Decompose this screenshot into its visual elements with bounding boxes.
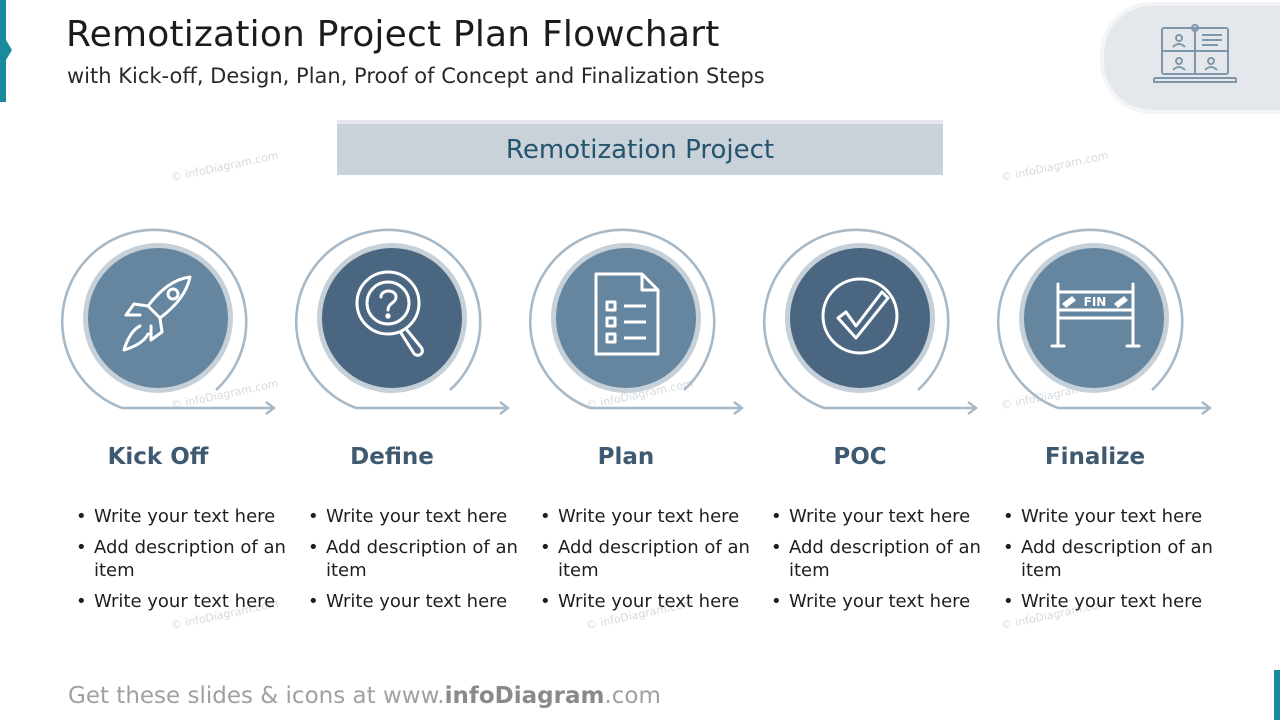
- list-item: Write your text here: [771, 505, 989, 528]
- step-plan: [528, 228, 744, 415]
- step-label-kick-off: Kick Off: [107, 444, 209, 470]
- bullet-list-define: Write your text here Add description of …: [304, 505, 526, 621]
- page-subtitle: with Kick-off, Design, Plan, Proof of Co…: [67, 64, 765, 88]
- list-item: Add description of an item: [1003, 536, 1221, 582]
- list-item: Write your text here: [1003, 505, 1221, 528]
- list-item: Add description of an item: [540, 536, 758, 582]
- left-accent-marker: [0, 0, 12, 102]
- list-item: Write your text here: [308, 590, 526, 613]
- project-header-box: Remotization Project: [337, 120, 943, 175]
- step-label-finalize: Finalize: [1044, 444, 1146, 470]
- list-item: Write your text here: [76, 505, 294, 528]
- list-item: Add description of an item: [308, 536, 526, 582]
- step-label-define: Define: [350, 444, 434, 470]
- bullet-list-plan: Write your text here Add description of …: [536, 505, 758, 621]
- list-item: Write your text here: [540, 505, 758, 528]
- checklist-document-icon: [594, 272, 660, 356]
- bullet-list-kick-off: Write your text here Add description of …: [72, 505, 294, 621]
- footer-suffix: .com: [604, 683, 661, 709]
- project-header-label: Remotization Project: [505, 134, 775, 165]
- step-label-plan: Plan: [597, 444, 655, 470]
- footer-credit: Get these slides & icons at www.infoDiag…: [68, 683, 661, 709]
- list-item: Write your text here: [1003, 590, 1221, 613]
- remote-meeting-icon: [1153, 24, 1237, 83]
- finish-banner-text: FIN: [1084, 295, 1107, 309]
- step-define: [294, 228, 510, 415]
- footer-prefix: Get these slides & icons at www.: [68, 683, 445, 709]
- step-label-poc: POC: [833, 444, 887, 470]
- list-item: Write your text here: [771, 590, 989, 613]
- bullet-list-poc: Write your text here Add description of …: [767, 505, 989, 621]
- list-item: Add description of an item: [76, 536, 294, 582]
- step-kick-off: [60, 228, 276, 415]
- footer-brand: infoDiagram: [444, 683, 605, 709]
- list-item: Write your text here: [540, 590, 758, 613]
- list-item: Add description of an item: [771, 536, 989, 582]
- page-title: Remotization Project Plan Flowchart: [66, 14, 720, 55]
- corner-badge: [1100, 2, 1280, 114]
- checkmark-circle-icon: [821, 277, 899, 355]
- magnifier-question-icon: [355, 270, 424, 357]
- right-accent-marker: [1274, 670, 1280, 720]
- list-item: Write your text here: [308, 505, 526, 528]
- list-item: Write your text here: [76, 590, 294, 613]
- step-poc: [762, 228, 978, 415]
- step-finalize: FIN: [996, 228, 1212, 415]
- finish-line-icon: [1050, 282, 1141, 348]
- rocket-icon: [122, 275, 192, 352]
- bullet-list-finalize: Write your text here Add description of …: [999, 505, 1221, 621]
